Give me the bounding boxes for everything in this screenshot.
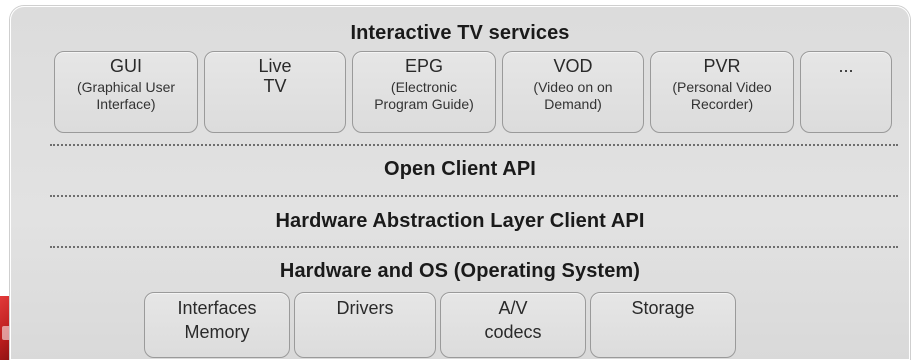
- hardware-box-av-codecs: A/V codecs: [440, 292, 586, 358]
- service-box-live-tv: Live TV: [204, 51, 346, 133]
- service-label: ...: [838, 56, 854, 76]
- service-label: PVR: [703, 56, 741, 76]
- service-box-gui: GUI (Graphical User Interface): [54, 51, 198, 133]
- layer-divider: [50, 195, 898, 197]
- service-sublabel: (Electronic Program Guide): [374, 79, 474, 112]
- hardware-box-storage: Storage: [590, 292, 736, 358]
- hardware-label: Drivers: [336, 298, 394, 318]
- hardware-box-interfaces-memory: Interfaces Memory: [144, 292, 290, 358]
- open-client-api-label: Open Client API: [384, 158, 536, 180]
- service-label: Live TV: [258, 56, 292, 96]
- layer-divider: [50, 144, 898, 146]
- service-label: EPG: [404, 56, 443, 76]
- hal-client-api-label: Hardware Abstraction Layer Client API: [275, 210, 645, 232]
- service-box-epg: EPG (Electronic Program Guide): [352, 51, 496, 133]
- hardware-label: A/V codecs: [484, 298, 542, 342]
- hardware-label: Storage: [631, 298, 695, 318]
- hardware-box-drivers: Drivers: [294, 292, 436, 358]
- layer-divider: [50, 246, 898, 248]
- interactive-tv-services-title: Interactive TV services: [350, 22, 570, 44]
- service-sublabel: (Graphical User Interface): [76, 79, 176, 112]
- service-box-vod: VOD (Video on on Demand): [502, 51, 644, 133]
- service-box-more: ...: [800, 51, 892, 133]
- service-sublabel: (Personal Video Recorder): [672, 79, 772, 112]
- service-sublabel: (Video on on Demand): [533, 79, 613, 112]
- service-label: GUI: [109, 56, 142, 76]
- service-box-pvr: PVR (Personal Video Recorder): [650, 51, 794, 133]
- hardware-label: Interfaces Memory: [177, 298, 257, 342]
- hardware-os-label: Hardware and OS (Operating System): [279, 260, 641, 282]
- service-label: VOD: [553, 56, 593, 76]
